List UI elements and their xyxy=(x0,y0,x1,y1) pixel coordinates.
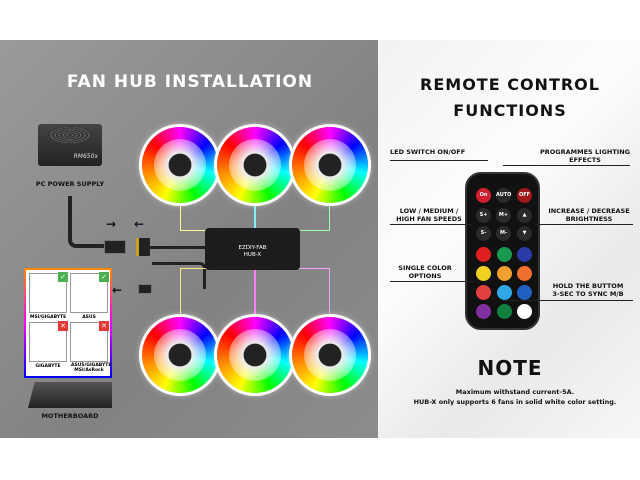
color-button[interactable] xyxy=(476,285,491,300)
motherboard-label: MOTHERBOARD xyxy=(41,412,99,420)
mb-connector xyxy=(138,284,152,294)
callout-line xyxy=(390,224,472,225)
fan-hub: EZDIY-FAB HUB-X xyxy=(205,228,300,270)
color-button[interactable] xyxy=(517,247,532,262)
rgb-fan xyxy=(142,317,218,393)
note-line-1: Maximum withstand current-5A. xyxy=(455,388,575,396)
rgb-fan xyxy=(292,127,368,203)
remote-title: REMOTE CONTROL FUNCTIONS xyxy=(420,75,600,120)
speed-up-button[interactable]: S+ xyxy=(476,208,491,223)
color-button[interactable] xyxy=(476,304,491,319)
cross-icon: ✕ xyxy=(99,321,109,331)
psu-fan-icon xyxy=(48,126,92,144)
callout-led-switch: LED SWITCH ON/OFF xyxy=(390,148,466,156)
header-label: ASUS xyxy=(82,315,96,320)
mode-prev-button[interactable]: M- xyxy=(496,226,511,241)
note-line-2: HUB-X only supports 6 fans in solid whit… xyxy=(413,398,617,406)
hub-cable xyxy=(150,246,206,249)
color-button[interactable] xyxy=(517,285,532,300)
header-msi-gigabyte: ✓ MSI/GIGABYTE xyxy=(29,272,68,320)
color-button[interactable] xyxy=(476,266,491,281)
check-icon: ✓ xyxy=(58,272,68,282)
molex-connector xyxy=(104,240,126,254)
color-button[interactable] xyxy=(496,304,512,319)
hub-brand: EZDIY-FAB xyxy=(238,245,267,251)
sata-connector xyxy=(136,238,150,256)
color-button[interactable] xyxy=(496,285,512,300)
header-label: MSI/GIGABYTE xyxy=(30,315,67,320)
header-label: GIGABYTE xyxy=(35,364,61,369)
note-title: NOTE xyxy=(477,356,543,380)
rgb-fan xyxy=(217,317,293,393)
callout-single-color: SINGLE COLOR OPTIONS xyxy=(398,264,452,280)
power-supply-image: RM650x xyxy=(38,124,102,166)
arrow-right-icon: → xyxy=(106,217,117,231)
fan-wire xyxy=(254,270,256,318)
mode-next-button[interactable]: M+ xyxy=(496,208,511,223)
motherboard-image xyxy=(28,382,112,408)
color-button[interactable] xyxy=(496,247,512,262)
callout-brightness: INCREASE / DECREASE BRIGHTNESS xyxy=(548,207,630,223)
callout-line xyxy=(535,224,633,225)
hub-model: HUB-X xyxy=(243,252,262,258)
psu-label: PC POWER SUPPLY xyxy=(35,180,105,188)
arrow-left-icon: ← xyxy=(112,283,123,297)
fan-wire xyxy=(180,268,220,318)
fan-wire xyxy=(254,203,256,228)
fan-wire xyxy=(286,268,330,318)
color-button[interactable] xyxy=(476,247,491,262)
brightness-up-button[interactable]: ▲ xyxy=(517,208,532,223)
callout-fan-speeds: LOW / MEDIUM / HIGH FAN SPEEDS xyxy=(396,207,462,223)
psu-model: RM650x xyxy=(73,153,98,160)
psu-cable xyxy=(68,196,108,248)
rgb-fan xyxy=(217,127,293,203)
header-asus-gigabyte-msi-asrock: ✕ ASUS/GIGABYTE MSI/AsRock xyxy=(70,321,111,373)
callout-line xyxy=(503,300,633,301)
header-asus: ✓ ASUS xyxy=(70,272,109,320)
cross-icon: ✕ xyxy=(58,321,68,331)
auto-button[interactable]: AUTO xyxy=(496,188,511,203)
color-button[interactable] xyxy=(496,266,512,281)
color-button[interactable] xyxy=(517,266,532,281)
color-button[interactable] xyxy=(517,304,532,319)
speed-down-button[interactable]: S- xyxy=(476,226,491,241)
fan-wire xyxy=(286,203,330,231)
off-button[interactable]: OFF xyxy=(517,188,532,203)
callout-sync: HOLD THE BUTTOM 3-SEC TO SYNC M/B xyxy=(552,282,624,298)
check-icon: ✓ xyxy=(99,272,109,282)
header-compatibility-chart: ✓ MSI/GIGABYTE ✓ ASUS ✕ GIGABYTE ✕ ASUS/GIGA… xyxy=(24,268,112,378)
rgb-fan xyxy=(142,127,218,203)
fan-wire xyxy=(180,203,220,231)
header-gigabyte: ✕ GIGABYTE xyxy=(29,321,68,369)
callout-line xyxy=(503,165,630,166)
remote-control: On AUTO OFF S+ M+ ▲ S- M- ▼ xyxy=(465,172,540,330)
callout-line xyxy=(390,160,488,161)
on-button[interactable]: On xyxy=(476,188,491,203)
brightness-down-button[interactable]: ▼ xyxy=(517,226,532,241)
installation-title: FAN HUB INSTALLATION xyxy=(66,72,314,92)
rgb-fan xyxy=(292,317,368,393)
arrow-left-icon: ← xyxy=(134,217,145,231)
callout-line xyxy=(390,281,474,282)
callout-programmes: PROGRAMMES LIGHTING EFFECTS xyxy=(540,148,630,164)
header-label: ASUS/GIGABYTE MSI/AsRock xyxy=(71,363,112,373)
